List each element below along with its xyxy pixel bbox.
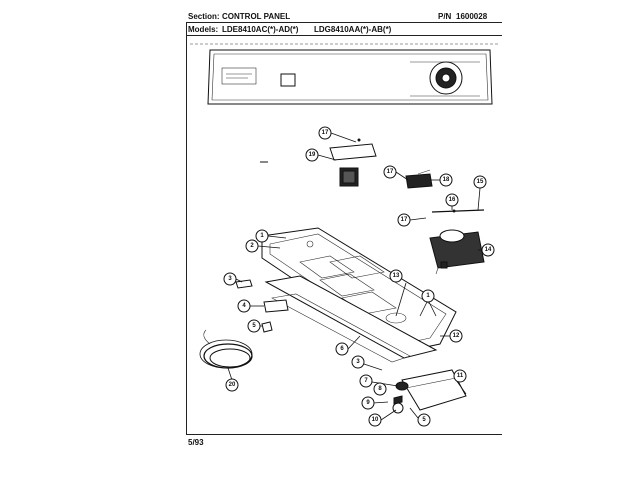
svg-text:18: 18: [443, 177, 450, 183]
relay: [405, 169, 433, 189]
models-label: Models:: [188, 25, 219, 34]
svg-text:17: 17: [387, 169, 394, 175]
support-rail: [264, 275, 438, 363]
callout-17-low: 17: [397, 213, 411, 227]
svg-text:15: 15: [477, 179, 484, 185]
callout-17-top: 17: [318, 126, 332, 140]
header-rule-bottom: [186, 35, 502, 36]
svg-text:8: 8: [378, 386, 382, 392]
svg-text:17: 17: [322, 130, 329, 136]
callout-3-top: 3: [223, 272, 237, 286]
callout-16: 16: [445, 193, 459, 207]
callout-10: 10: [368, 413, 382, 427]
svg-text:3: 3: [228, 276, 232, 282]
callout-19: 19: [305, 148, 319, 162]
header-rule-top: [186, 22, 502, 23]
svg-text:2: 2: [250, 243, 254, 249]
timer-assembly: [429, 229, 485, 275]
callout-7: 7: [359, 374, 373, 388]
console-base-plate: [261, 227, 457, 353]
callout-20: 20: [225, 378, 239, 392]
wire-harness: [199, 329, 253, 369]
section-label: Section:: [188, 12, 220, 21]
switch-assembly: [329, 138, 377, 187]
svg-text:7: 7: [364, 378, 368, 384]
push-to-start-button: [280, 73, 296, 87]
svg-text:6: 6: [340, 346, 344, 352]
callout-15: 15: [473, 175, 487, 189]
svg-text:13: 13: [393, 273, 400, 279]
models-value-1: LDE8410AC(*)-AD(*): [222, 25, 299, 34]
callout-5-bottom: 5: [417, 413, 431, 427]
section-value: CONTROL PANEL: [222, 12, 291, 21]
footer-date: 5/93: [188, 438, 204, 447]
svg-text:4: 4: [242, 303, 246, 309]
svg-text:9: 9: [366, 400, 370, 406]
lower-hinge-assembly: [392, 369, 467, 414]
svg-text:5: 5: [422, 417, 426, 423]
svg-text:1: 1: [426, 293, 430, 299]
callout-5-top: 5: [247, 319, 261, 333]
svg-text:19: 19: [309, 152, 316, 158]
svg-text:12: 12: [453, 333, 460, 339]
wire-rod: [431, 209, 485, 213]
callout-18: 18: [439, 173, 453, 187]
frame-left: [186, 22, 187, 434]
callout-4: 4: [237, 299, 251, 313]
svg-text:5: 5: [252, 323, 256, 329]
bracket: [263, 299, 289, 313]
clip: [235, 279, 253, 289]
frame-bottom: [186, 434, 502, 435]
callout-8: 8: [373, 382, 387, 396]
svg-text:14: 14: [485, 247, 492, 253]
callout-2: 2: [245, 239, 259, 253]
callout-11: 11: [453, 369, 467, 383]
callout-9: 9: [361, 396, 375, 410]
callout-14: 14: [481, 243, 495, 257]
callout-13: 13: [389, 269, 403, 283]
models-value-2: LDG8410AA(*)-AB(*): [314, 25, 392, 34]
screw: [261, 321, 273, 333]
control-panel-console: [207, 49, 493, 105]
leader-lines: [227, 132, 482, 421]
svg-text:17: 17: [401, 217, 408, 223]
svg-text:10: 10: [372, 417, 379, 423]
callout-1-right: 1: [421, 289, 435, 303]
svg-text:3: 3: [356, 359, 360, 365]
svg-text:1: 1: [260, 233, 264, 239]
callout-3-bottom: 3: [351, 355, 365, 369]
pn-value: 1600028: [456, 12, 488, 21]
callout-17-mid: 17: [383, 165, 397, 179]
svg-text:16: 16: [449, 197, 456, 203]
callout-12: 12: [449, 329, 463, 343]
callout-6: 6: [335, 342, 349, 356]
callout-1-left: 1: [255, 229, 269, 243]
svg-text:20: 20: [229, 382, 236, 388]
svg-text:11: 11: [457, 373, 464, 379]
pn-label: P/N: [438, 12, 452, 21]
